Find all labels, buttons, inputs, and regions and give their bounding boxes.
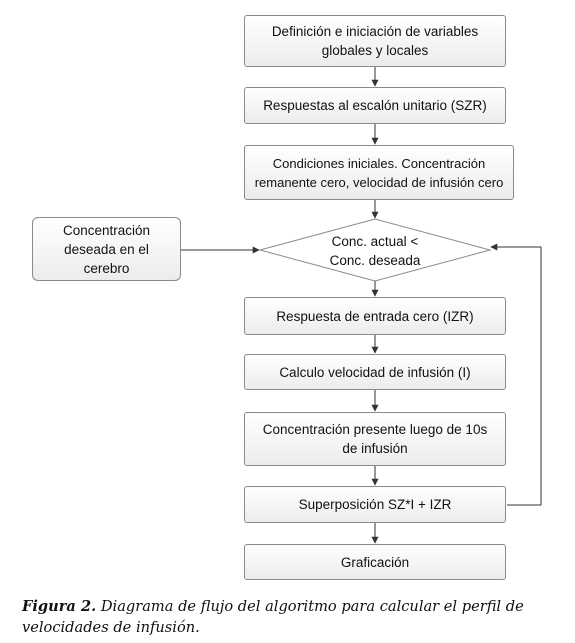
desired-concentration-node: Concentración deseada en el cerebro [32, 217, 181, 281]
plot-node: Graficación [244, 544, 506, 580]
superposition-node: Superposición SZ*I + IZR [244, 486, 506, 523]
feedback-loop-arrow [490, 243, 542, 506]
szr-label: Respuestas al escalón unitario (SZR) [263, 98, 487, 113]
superposition-label: Superposición SZ*I + IZR [298, 497, 452, 512]
present-concentration-node: Concentración presente luego de 10s de i… [244, 412, 506, 466]
infusion-rate-label: Calculo velocidad de infusión (I) [279, 364, 471, 380]
flowchart: Definición e iniciación de variables glo… [32, 15, 542, 580]
figure-caption-text: Diagrama de flujo del algoritmo para cal… [22, 598, 524, 636]
infusion-rate-node: Calculo velocidad de infusión (I) [244, 354, 506, 390]
init-label: Definición e iniciación de variables glo… [271, 24, 479, 58]
izr-label: Respuesta de entrada cero (IZR) [276, 308, 474, 324]
init-node: Definición e iniciación de variables glo… [244, 15, 506, 67]
izr-node: Respuesta de entrada cero (IZR) [244, 297, 506, 335]
desired-concentration-label: Concentración deseada en el cerebro [62, 222, 151, 276]
present-concentration-label: Concentración presente luego de 10s de i… [262, 422, 488, 456]
szr-node: Respuestas al escalón unitario (SZR) [244, 87, 506, 124]
initial-conditions-node: Condiciones iniciales. Concentración rem… [244, 145, 514, 200]
figure-caption: Figura 2. Diagrama de flujo del algoritm… [22, 596, 567, 638]
flowchart-connectors [181, 67, 542, 544]
decision-label: Conc. actual < Conc. deseada [329, 234, 421, 268]
figure-caption-label: Figura 2. [22, 598, 97, 615]
initial-conditions-label: Condiciones iniciales. Concentración rem… [254, 155, 504, 190]
plot-label: Graficación [340, 554, 410, 570]
decision-node: Conc. actual < Conc. deseada [300, 231, 450, 271]
